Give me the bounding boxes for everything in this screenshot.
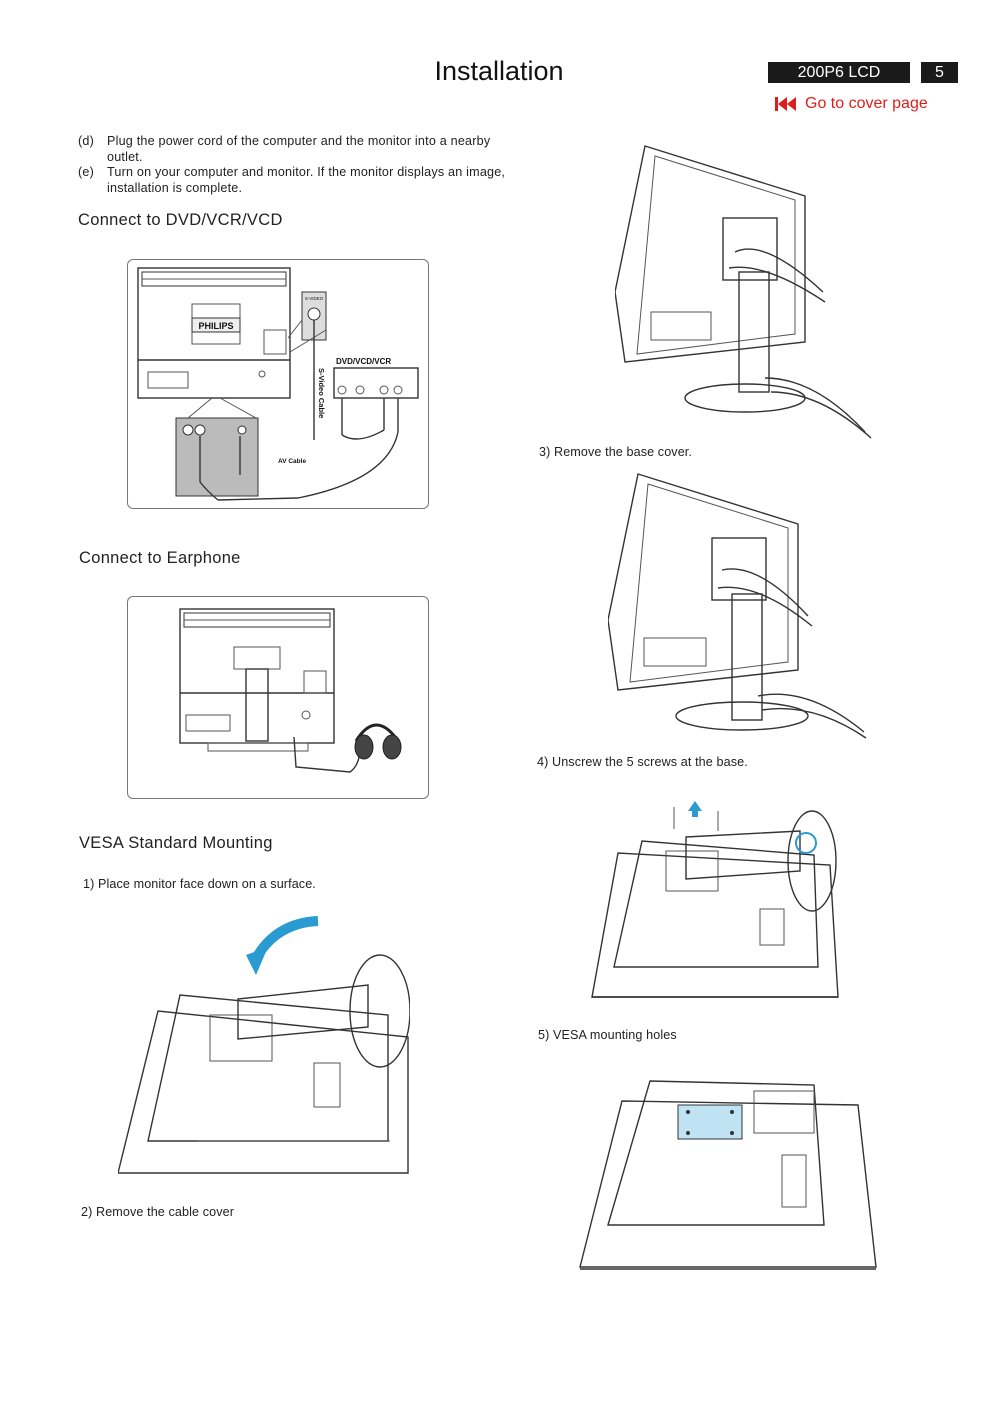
dvd-connection-diagram: PHILIPS S-VIDEO S-Video Cable DVD/VCD/VC… <box>137 267 419 501</box>
caption-step-2: 2) Remove the cable cover <box>81 1205 234 1219</box>
model-badge: 200P6 LCD <box>768 62 910 83</box>
step-text: Plug the power cord of the computer and … <box>107 134 491 164</box>
caption-step-1: 1) Place monitor face down on a surface. <box>83 877 316 891</box>
svideo-port-label: S-VIDEO <box>305 296 324 301</box>
dvd-heading: Connect to DVD/VCR/VCD <box>78 211 283 229</box>
caption-step-5: 5) VESA mounting holes <box>538 1028 677 1042</box>
earphone-diagram-frame <box>127 596 429 799</box>
skip-back-icon <box>775 97 796 111</box>
dvd-diagram-frame: PHILIPS S-VIDEO S-Video Cable DVD/VCD/VC… <box>127 259 429 509</box>
svideo-cable-label: S-Video Cable <box>317 368 326 418</box>
earphone-heading: Connect to Earphone <box>79 549 241 567</box>
step-text: Turn on your computer and monitor. If th… <box>107 165 506 195</box>
step-label: (d) <box>78 134 94 148</box>
step-d: (d) Plug the power cord of the computer … <box>78 134 508 165</box>
page-title: Installation <box>434 56 564 86</box>
device-label: DVD/VCD/VCR <box>336 357 391 366</box>
caption-step-3: 3) Remove the base cover. <box>539 445 693 459</box>
go-to-cover-link[interactable]: Go to cover page <box>775 95 928 113</box>
remove-cable-cover-illustration <box>615 145 872 439</box>
vesa-heading: VESA Standard Mounting <box>79 834 273 852</box>
rotate-arrow-icon <box>253 916 319 958</box>
caption-step-4: 4) Unscrew the 5 screws at the base. <box>537 755 748 769</box>
up-arrow-icon <box>688 801 702 817</box>
remove-base-cover-illustration <box>608 473 867 739</box>
earphone-connection-diagram <box>179 608 402 773</box>
intro-steps: (d) Plug the power cord of the computer … <box>78 134 508 196</box>
brand-label: PHILIPS <box>198 321 233 331</box>
face-down-illustration <box>118 916 410 1174</box>
step-e: (e) Turn on your computer and monitor. I… <box>78 165 508 196</box>
cover-link-label: Go to cover page <box>805 95 928 112</box>
unscrew-screws-illustration <box>591 801 839 998</box>
page-number-badge: 5 <box>921 62 958 83</box>
vesa-holes-illustration <box>579 1080 877 1270</box>
av-cable-label: AV Cable <box>278 458 306 465</box>
step-label: (e) <box>78 165 94 179</box>
